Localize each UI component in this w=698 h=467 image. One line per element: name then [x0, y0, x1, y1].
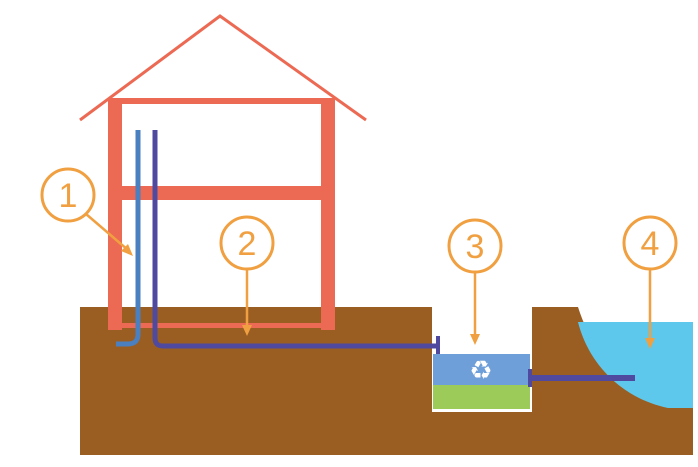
- house-top-beam: [108, 98, 335, 104]
- callout-1: 1: [40, 167, 133, 256]
- supply-pipe: [116, 130, 141, 347]
- callout-4-arrow-head: [645, 338, 655, 349]
- tank-water-layer: [433, 354, 530, 385]
- tank-sediment-layer: [433, 385, 530, 409]
- drain-pipe-end-cap: [436, 336, 440, 356]
- callout-4: 4: [622, 215, 678, 349]
- outflow-pipe: [531, 375, 635, 381]
- callout-4-label: 4: [641, 225, 660, 263]
- treatment-tank: ♻: [433, 354, 530, 409]
- callout-1-arrow-head: [121, 244, 133, 256]
- house-right-wall: [321, 100, 335, 330]
- house: [79, 14, 367, 330]
- callout-3: 3: [447, 218, 503, 345]
- callout-2: 2: [219, 215, 275, 336]
- callout-2-arrow-head: [242, 325, 252, 336]
- callout-3-label: 3: [466, 228, 485, 266]
- recycle-icon: ♻: [469, 356, 492, 386]
- callout-1-label: 1: [59, 177, 78, 215]
- pond-water: [578, 322, 693, 408]
- callout-3-arrow-head: [470, 334, 480, 345]
- callout-2-label: 2: [238, 225, 257, 263]
- callout-1-circle: [40, 167, 96, 223]
- house-left-wall: [108, 100, 122, 330]
- callout-1-arrow-line: [85, 213, 129, 251]
- house-roof: [79, 14, 367, 122]
- drain-pipe: [152, 130, 436, 349]
- house-floor-beam: [108, 186, 335, 200]
- outflow-pipe-cap: [528, 369, 532, 387]
- house-base: [108, 323, 335, 328]
